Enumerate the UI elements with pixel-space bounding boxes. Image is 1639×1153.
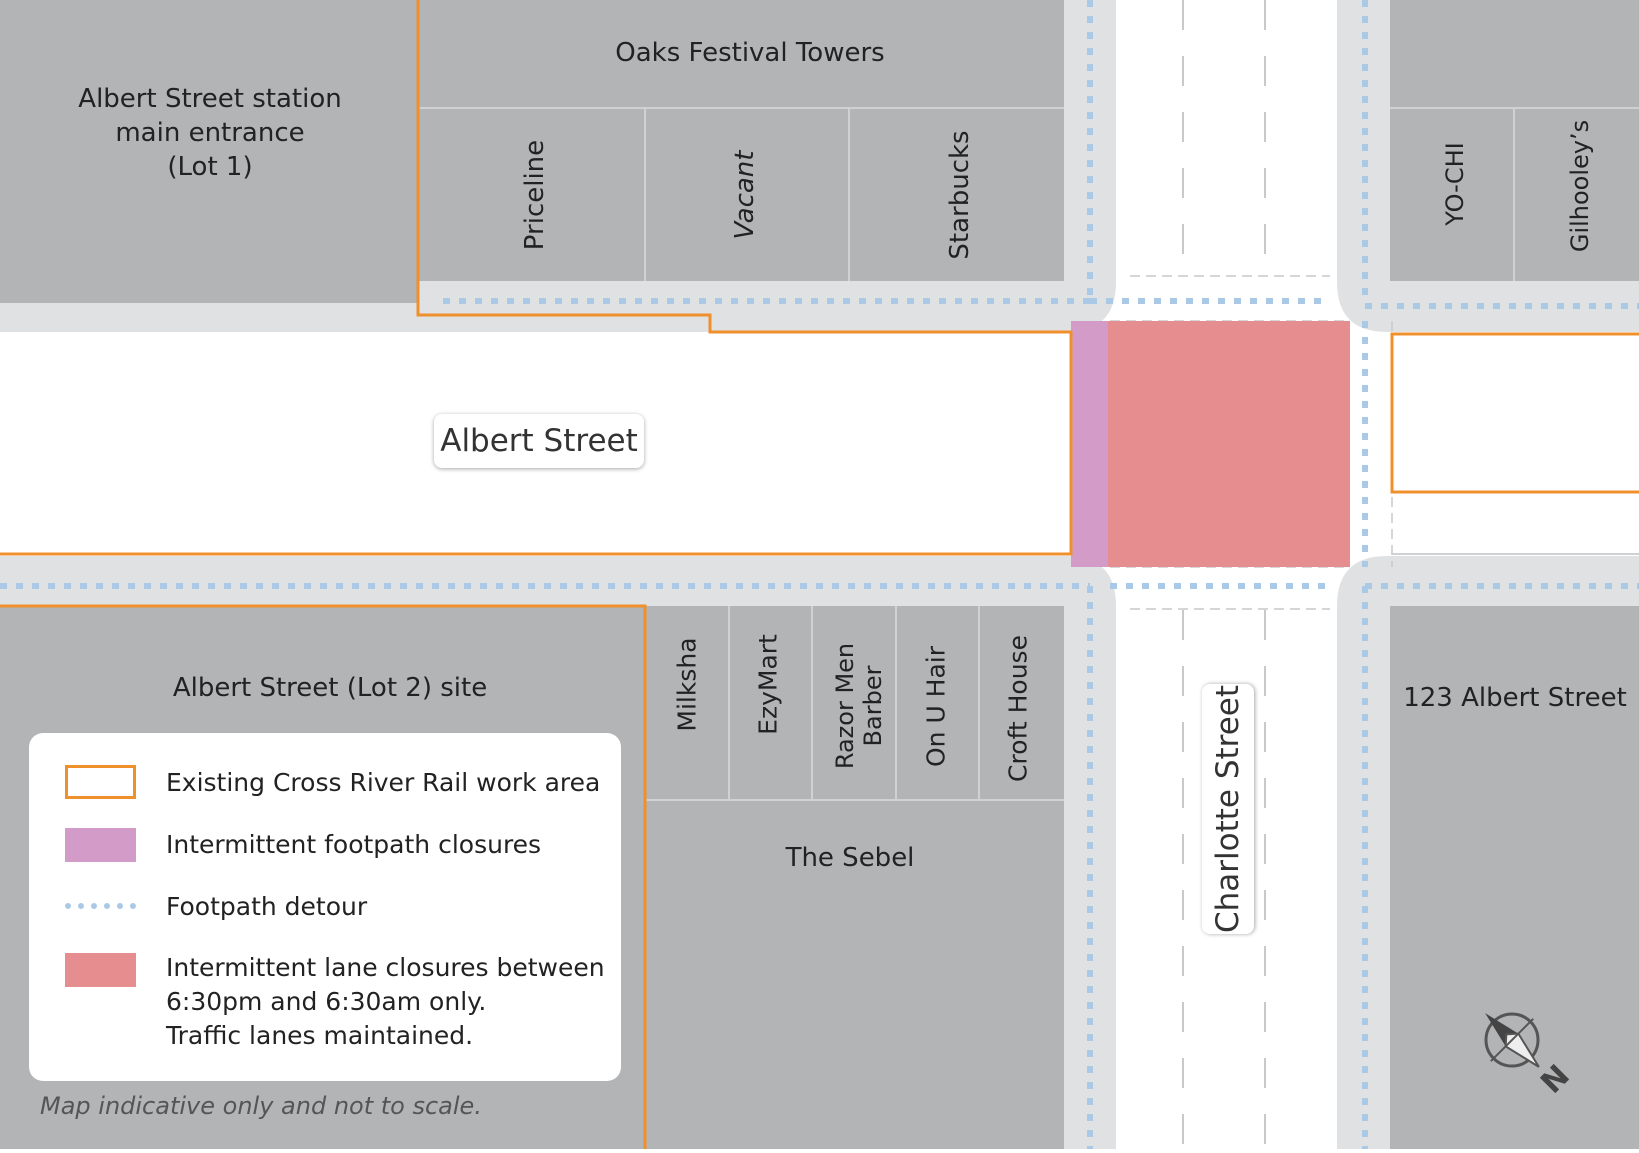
building-lot2: Albert Street (Lot 2) site	[172, 673, 488, 703]
building-starbucks: Starbucks	[945, 130, 975, 260]
building-lot1: Albert Street station main entrance (Lot…	[78, 84, 342, 182]
map-disclaimer: Map indicative only and not to scale.	[40, 1092, 482, 1120]
legend-swatch-footpath-closure	[65, 828, 136, 862]
compass-icon	[1484, 1012, 1540, 1068]
legend-swatch-lane-closure	[65, 953, 136, 987]
building-gilhooleys: Gilhooley’s	[1566, 119, 1594, 253]
building-ezymart: EzyMart	[753, 634, 783, 735]
building-oaks: Oaks Festival Towers	[615, 38, 885, 68]
building-milksha: Milksha	[672, 637, 702, 732]
building-yochi: YO-CHI	[1441, 142, 1469, 226]
building-onuhair: On U Hair	[921, 645, 951, 768]
building-razor: Razor Men Barber	[831, 642, 887, 770]
legend: Existing Cross River Rail work area Inte…	[29, 733, 621, 1081]
street-label-albert: Albert Street	[434, 414, 644, 468]
legend-label-footpath-detour: Footpath detour	[166, 892, 368, 921]
building-crofthouse: Croft House	[1003, 635, 1033, 782]
legend-swatch-footpath-detour	[65, 903, 136, 909]
lane-closure-area	[1108, 321, 1350, 567]
footpath-closure-area	[1071, 321, 1108, 567]
building-vacant: Vacant	[730, 150, 760, 240]
building-priceline: Priceline	[520, 139, 550, 251]
legend-label-lane-closure: Intermittent lane closures between 6:30p…	[166, 953, 605, 1050]
building-123-albert: 123 Albert Street	[1403, 683, 1627, 713]
legend-label-footpath-closure: Intermittent footpath closures	[166, 830, 542, 859]
building-sebel: The Sebel	[785, 843, 915, 873]
lane-markings	[1182, 0, 1266, 1149]
legend-swatch-work-area	[65, 765, 136, 799]
legend-label-work-area: Existing Cross River Rail work area	[166, 768, 601, 797]
street-label-charlotte: Charlotte Street	[1202, 684, 1254, 934]
